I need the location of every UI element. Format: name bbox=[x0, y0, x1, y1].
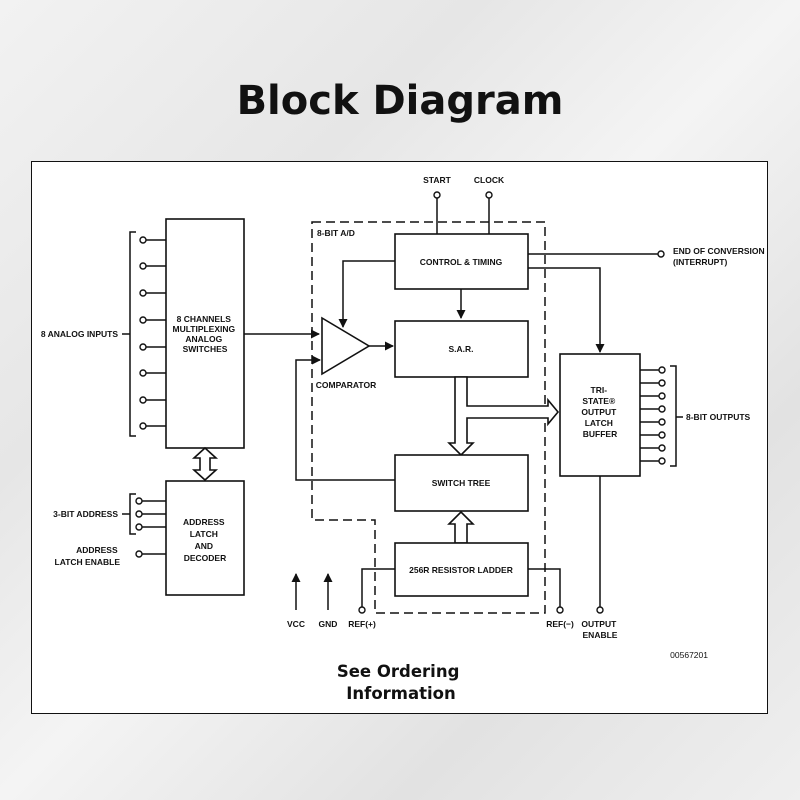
block-diagram: 8-BIT A/D 8 ANALOG INPUTS 8 CHANNELS MUL… bbox=[40, 175, 765, 703]
decoder-label: ADDRESS LATCH AND DECODER bbox=[183, 517, 227, 563]
adc-label: 8-BIT A/D bbox=[317, 228, 355, 238]
output-enable-pin bbox=[595, 605, 604, 614]
mux-label: 8 CHANNELS MULTIPLEXING ANALOG SWITCHES bbox=[172, 314, 237, 354]
eoc-pin bbox=[656, 249, 665, 258]
sar-block bbox=[393, 319, 529, 378]
address-brace bbox=[128, 492, 136, 535]
output-pins bbox=[639, 365, 666, 465]
resistor-ladder-block bbox=[393, 541, 529, 597]
analog-inputs-brace bbox=[128, 230, 136, 437]
ref-minus-label: REF(−) bbox=[546, 619, 574, 629]
ale-label: ADDRESS LATCH ENABLE bbox=[54, 545, 120, 567]
output-enable-label: OUTPUT ENABLE bbox=[581, 619, 618, 640]
mux-decoder-bus-arrow bbox=[191, 446, 218, 481]
address-label: 3-BIT ADDRESS bbox=[53, 509, 118, 519]
outputs-brace bbox=[669, 364, 677, 467]
comparator bbox=[320, 316, 371, 375]
switch-tree-label: SWITCH TREE bbox=[431, 478, 490, 488]
start-pin bbox=[432, 190, 441, 199]
control-to-buffer-line bbox=[527, 266, 604, 353]
block-diagram-panel: 8-BIT A/D 8 ANALOG INPUTS 8 CHANNELS MUL… bbox=[31, 161, 768, 714]
feedback-line bbox=[294, 355, 395, 481]
interrupt-label: (INTERRUPT) bbox=[673, 257, 727, 267]
sar-bus-arrow bbox=[446, 375, 559, 456]
address-pins bbox=[134, 496, 166, 531]
ladder-to-switch-tree-arrow bbox=[446, 510, 475, 544]
ref-plus-line bbox=[360, 567, 395, 607]
decoder-block bbox=[164, 479, 245, 596]
sar-label: S.A.R. bbox=[448, 344, 473, 354]
eoc-label: END OF CONVERSION bbox=[673, 246, 765, 256]
clock-label: CLOCK bbox=[473, 175, 504, 185]
figure-code: 00567201 bbox=[670, 650, 708, 660]
comparator-label: COMPARATOR bbox=[315, 380, 375, 390]
control-timing-block bbox=[393, 232, 529, 290]
ref-minus-pin bbox=[555, 605, 564, 614]
gnd-label: GND bbox=[318, 619, 337, 629]
ref-plus-label: REF(+) bbox=[348, 619, 376, 629]
ordering-note: See Ordering Information bbox=[336, 662, 464, 703]
vcc-label: VCC bbox=[287, 619, 305, 629]
analog-input-pins bbox=[138, 235, 166, 430]
control-to-comparator-line bbox=[338, 259, 395, 328]
analog-inputs-label: 8 ANALOG INPUTS bbox=[40, 329, 117, 339]
page-title: Block Diagram bbox=[236, 78, 564, 124]
clock-pin bbox=[484, 190, 493, 199]
ale-pin bbox=[134, 549, 143, 558]
ref-minus-line bbox=[527, 567, 561, 607]
ref-plus-pin bbox=[357, 605, 366, 614]
outputs-label: 8-BIT OUTPUTS bbox=[686, 412, 751, 422]
switch-tree-block bbox=[393, 453, 529, 512]
control-timing-label: CONTROL & TIMING bbox=[419, 257, 502, 267]
output-buffer-label: TRI- STATE® OUTPUT LATCH BUFFER bbox=[581, 385, 618, 439]
adc-boundary bbox=[310, 220, 546, 614]
resistor-ladder-label: 256R RESISTOR LADDER bbox=[409, 565, 513, 575]
start-label: START bbox=[423, 175, 452, 185]
output-buffer-block bbox=[558, 352, 641, 477]
